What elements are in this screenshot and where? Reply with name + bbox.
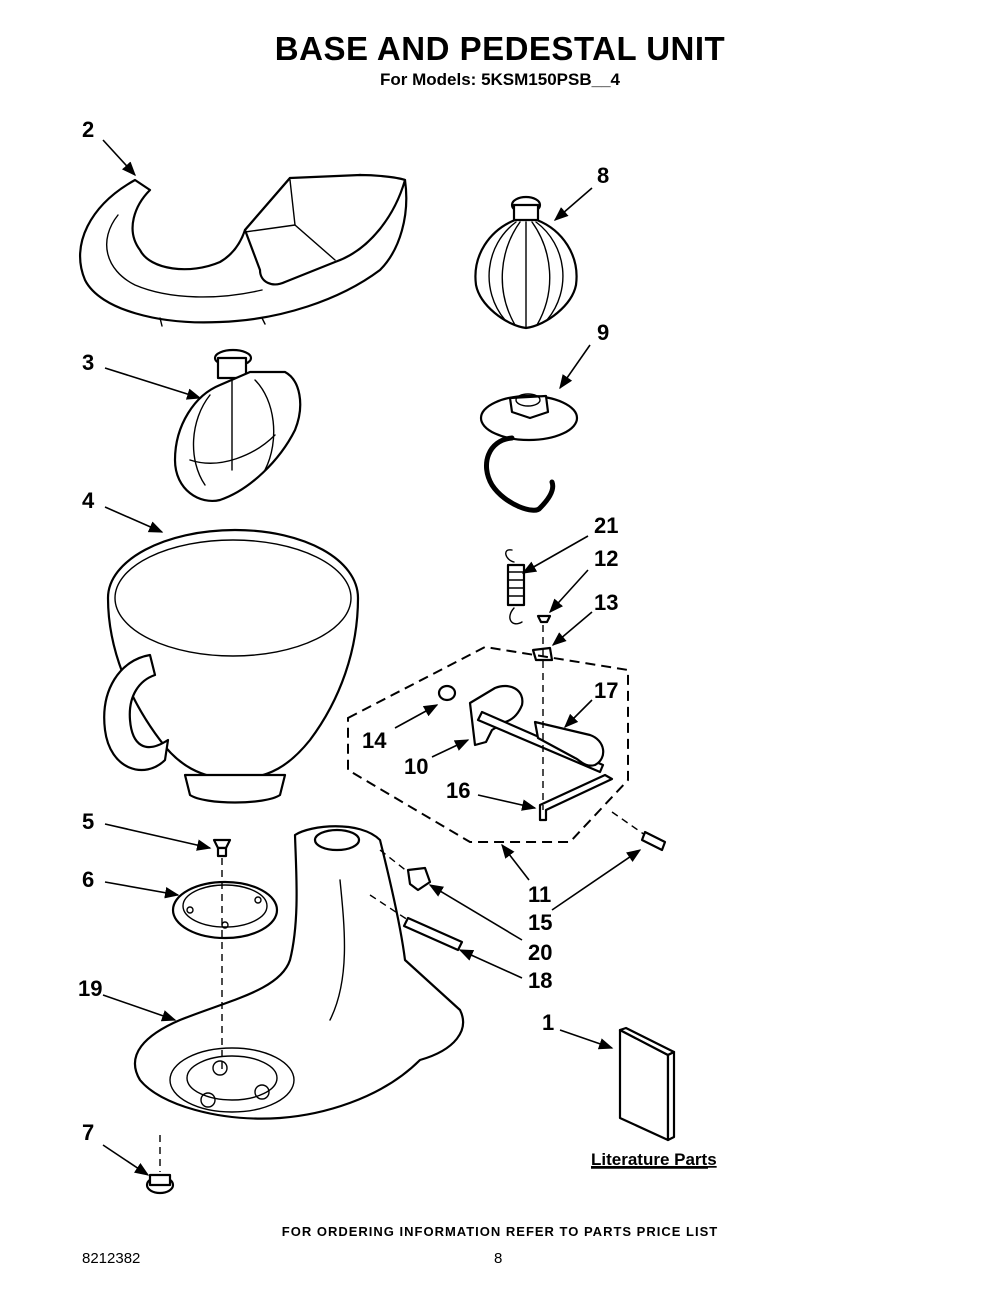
callout-8: 8 bbox=[597, 163, 609, 188]
callout-1: 1 bbox=[542, 1010, 554, 1035]
model-subtitle: For Models: 5KSM150PSB__4 bbox=[380, 70, 620, 89]
callout-13: 13 bbox=[594, 590, 618, 615]
callout-21: 21 bbox=[594, 513, 618, 538]
washer-14 bbox=[437, 684, 457, 702]
ordering-note: FOR ORDERING INFORMATION REFER TO PARTS … bbox=[281, 1224, 719, 1239]
page-title: BASE AND PEDESTAL UNIT bbox=[274, 30, 726, 67]
lift-assembly-outline-11 bbox=[347, 645, 629, 843]
rod-16 bbox=[538, 773, 614, 822]
callout-18: 18 bbox=[528, 968, 552, 993]
callout-20: 20 bbox=[528, 940, 552, 965]
callout-15: 15 bbox=[528, 910, 552, 935]
callout-11: 11 bbox=[528, 882, 551, 907]
callout-4: 4 bbox=[82, 488, 95, 513]
mixing-bowl bbox=[103, 528, 360, 804]
callout-17: 17 bbox=[594, 678, 618, 703]
callout-14: 14 bbox=[362, 728, 387, 753]
callout-12: 12 bbox=[594, 546, 618, 571]
callout-10: 10 bbox=[404, 754, 428, 779]
flat-beater bbox=[173, 348, 302, 503]
wire-whip bbox=[474, 195, 578, 330]
callout-19: 19 bbox=[78, 976, 102, 1001]
pedestal-base bbox=[133, 825, 465, 1120]
screw-12 bbox=[536, 614, 552, 624]
rubber-foot bbox=[145, 1173, 175, 1195]
pouring-shield bbox=[79, 173, 408, 327]
screw-5 bbox=[212, 838, 232, 858]
callout-5: 5 bbox=[82, 809, 94, 834]
callout-7: 7 bbox=[82, 1120, 94, 1145]
callout-3: 3 bbox=[82, 350, 94, 375]
hinge-pin-18 bbox=[402, 916, 464, 952]
literature-book bbox=[618, 1026, 676, 1142]
leader-arrows bbox=[102, 139, 642, 1176]
literature-parts-label: Literature Parts bbox=[591, 1150, 717, 1169]
alignment-lines bbox=[159, 625, 646, 1172]
page-number: 8 bbox=[494, 1250, 503, 1267]
pin-15 bbox=[640, 830, 667, 852]
clip-17 bbox=[533, 720, 605, 767]
document-number: 8212382 bbox=[82, 1250, 141, 1267]
dough-hook bbox=[479, 393, 579, 513]
callout-9: 9 bbox=[597, 320, 609, 345]
clamp-plate bbox=[171, 880, 279, 940]
callout-2: 2 bbox=[82, 117, 94, 142]
callout-16: 16 bbox=[446, 778, 470, 803]
callout-6: 6 bbox=[82, 867, 94, 892]
pin-bracket-20 bbox=[406, 866, 432, 892]
spring-21 bbox=[505, 549, 526, 625]
